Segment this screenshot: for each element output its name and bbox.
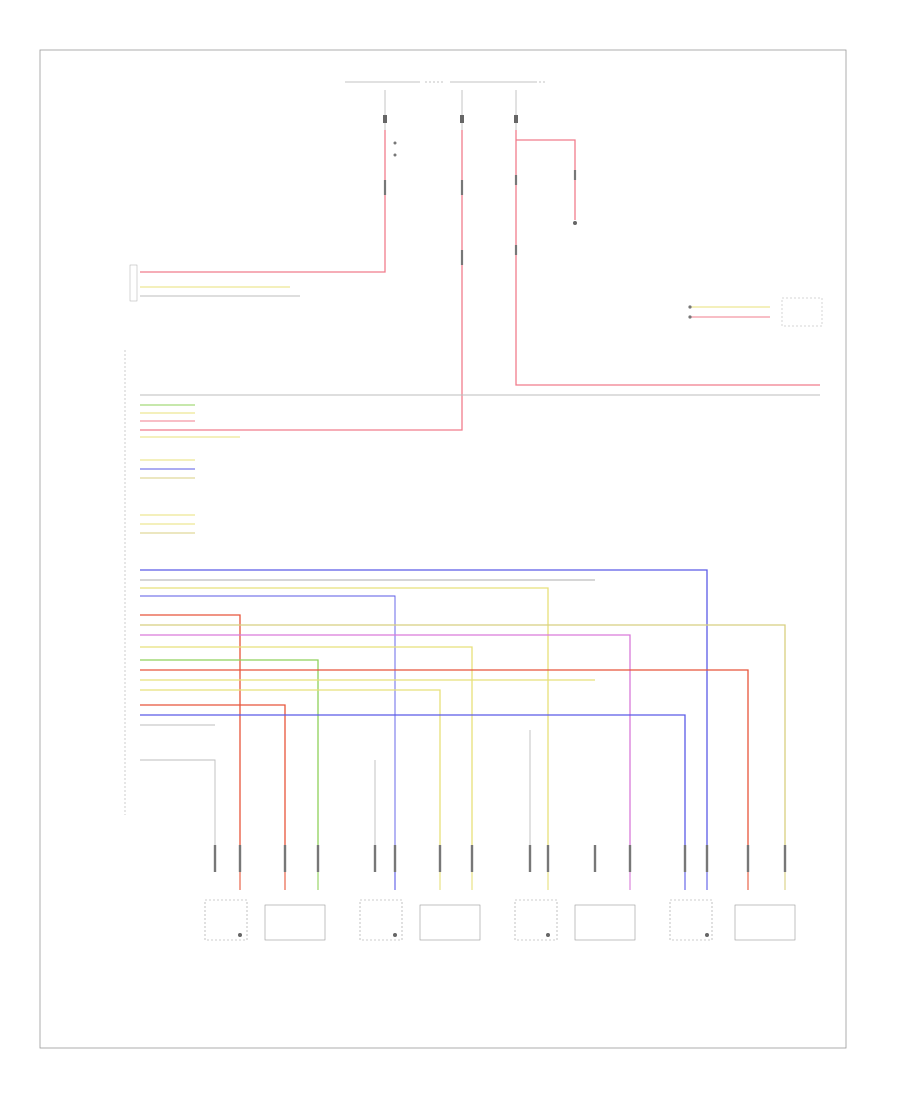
upper-left-wires	[140, 286, 300, 297]
right-connector	[781, 297, 823, 327]
actuator-motor-icons	[238, 933, 709, 937]
harness-wires	[140, 569, 786, 845]
sensor-group-3	[514, 899, 636, 941]
sensor-group-4	[669, 899, 796, 941]
sensor-group-1	[204, 899, 326, 941]
hall-sensor-box-3	[574, 904, 636, 941]
actuator-box-2	[359, 899, 403, 941]
connector-icon	[393, 141, 397, 157]
right-connector-wires	[690, 306, 770, 318]
actuator-box-1	[204, 899, 248, 941]
wire-connector-marks	[383, 170, 577, 265]
hall-sensor-box-1	[264, 904, 326, 941]
harness-connector-marks	[213, 845, 787, 872]
hall-sensor-box-4	[734, 904, 796, 941]
ground-icon	[573, 221, 577, 225]
hall-sensor-box-2	[419, 904, 481, 941]
diagram-frame	[39, 49, 847, 1049]
upper-left-connector	[129, 264, 138, 302]
sensor-group-2	[359, 899, 481, 941]
actuator-box-4	[669, 899, 713, 941]
supply-wires	[140, 130, 820, 431]
splice-icon	[688, 305, 692, 319]
module-short-wires	[140, 404, 240, 534]
harness-stubs	[239, 872, 786, 890]
actuator-box-3	[514, 899, 558, 941]
fuse-stubs	[384, 90, 517, 130]
fuse-icon	[383, 115, 518, 123]
